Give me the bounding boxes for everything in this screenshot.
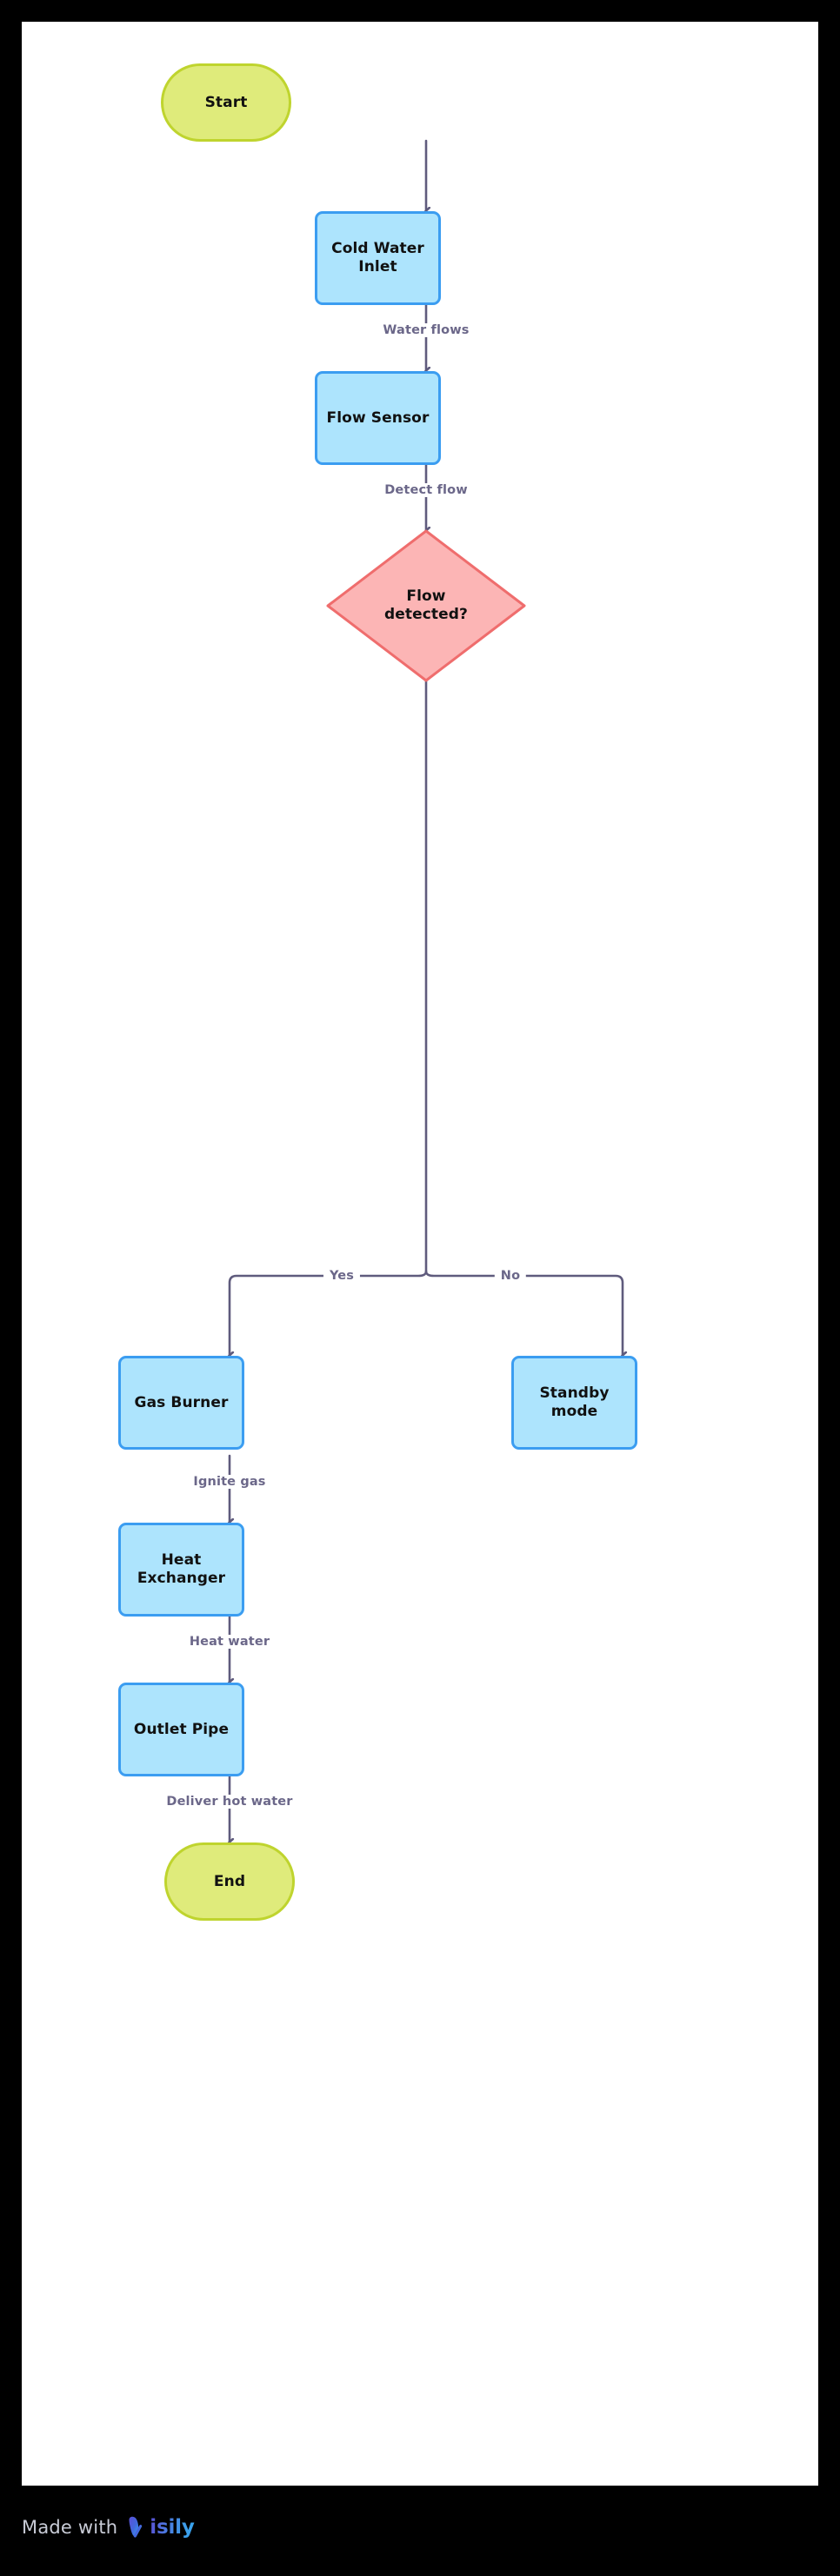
edge-label-no: No xyxy=(494,1269,527,1283)
node-gas-burner[interactable]: Gas Burner xyxy=(118,1356,244,1450)
edge-label-water-flows: Water flows xyxy=(377,323,475,337)
footer: Made with isily xyxy=(22,2501,195,2553)
visily-checkmark-icon xyxy=(129,2516,143,2538)
edge-label-ignite-gas: Ignite gas xyxy=(188,1475,271,1489)
edge-decision-no-to-standby xyxy=(424,1270,623,1356)
node-end[interactable]: End xyxy=(164,1842,295,1921)
edge-label-yes: Yes xyxy=(323,1269,361,1283)
node-start[interactable]: Start xyxy=(161,63,291,142)
edge-label-detect-flow: Detect flow xyxy=(379,483,473,497)
node-standby-mode[interactable]: Standby mode xyxy=(511,1356,637,1450)
node-cold-water-inlet[interactable]: Cold Water Inlet xyxy=(315,211,441,305)
edge-label-heat-water: Heat water xyxy=(183,1635,276,1649)
decision-diamond[interactable] xyxy=(326,529,526,682)
node-heat-exchanger[interactable]: Heat Exchanger xyxy=(118,1523,244,1617)
edge-lines xyxy=(230,139,623,1842)
footer-made-with-text: Made with xyxy=(22,2517,118,2538)
diagram-canvas: Start Cold Water Inlet Flow Sensor Flow … xyxy=(22,22,818,2486)
edge-decision-yes-to-gas-burner xyxy=(230,1270,428,1356)
flowchart-svg xyxy=(22,139,818,2486)
visily-logo[interactable]: isily xyxy=(125,2514,195,2540)
edge-label-deliver-hot-water: Deliver hot water xyxy=(161,1795,298,1809)
node-flow-sensor[interactable]: Flow Sensor xyxy=(315,371,441,465)
visily-wordmark: isily xyxy=(150,2516,195,2539)
node-outlet-pipe[interactable]: Outlet Pipe xyxy=(118,1683,244,1776)
